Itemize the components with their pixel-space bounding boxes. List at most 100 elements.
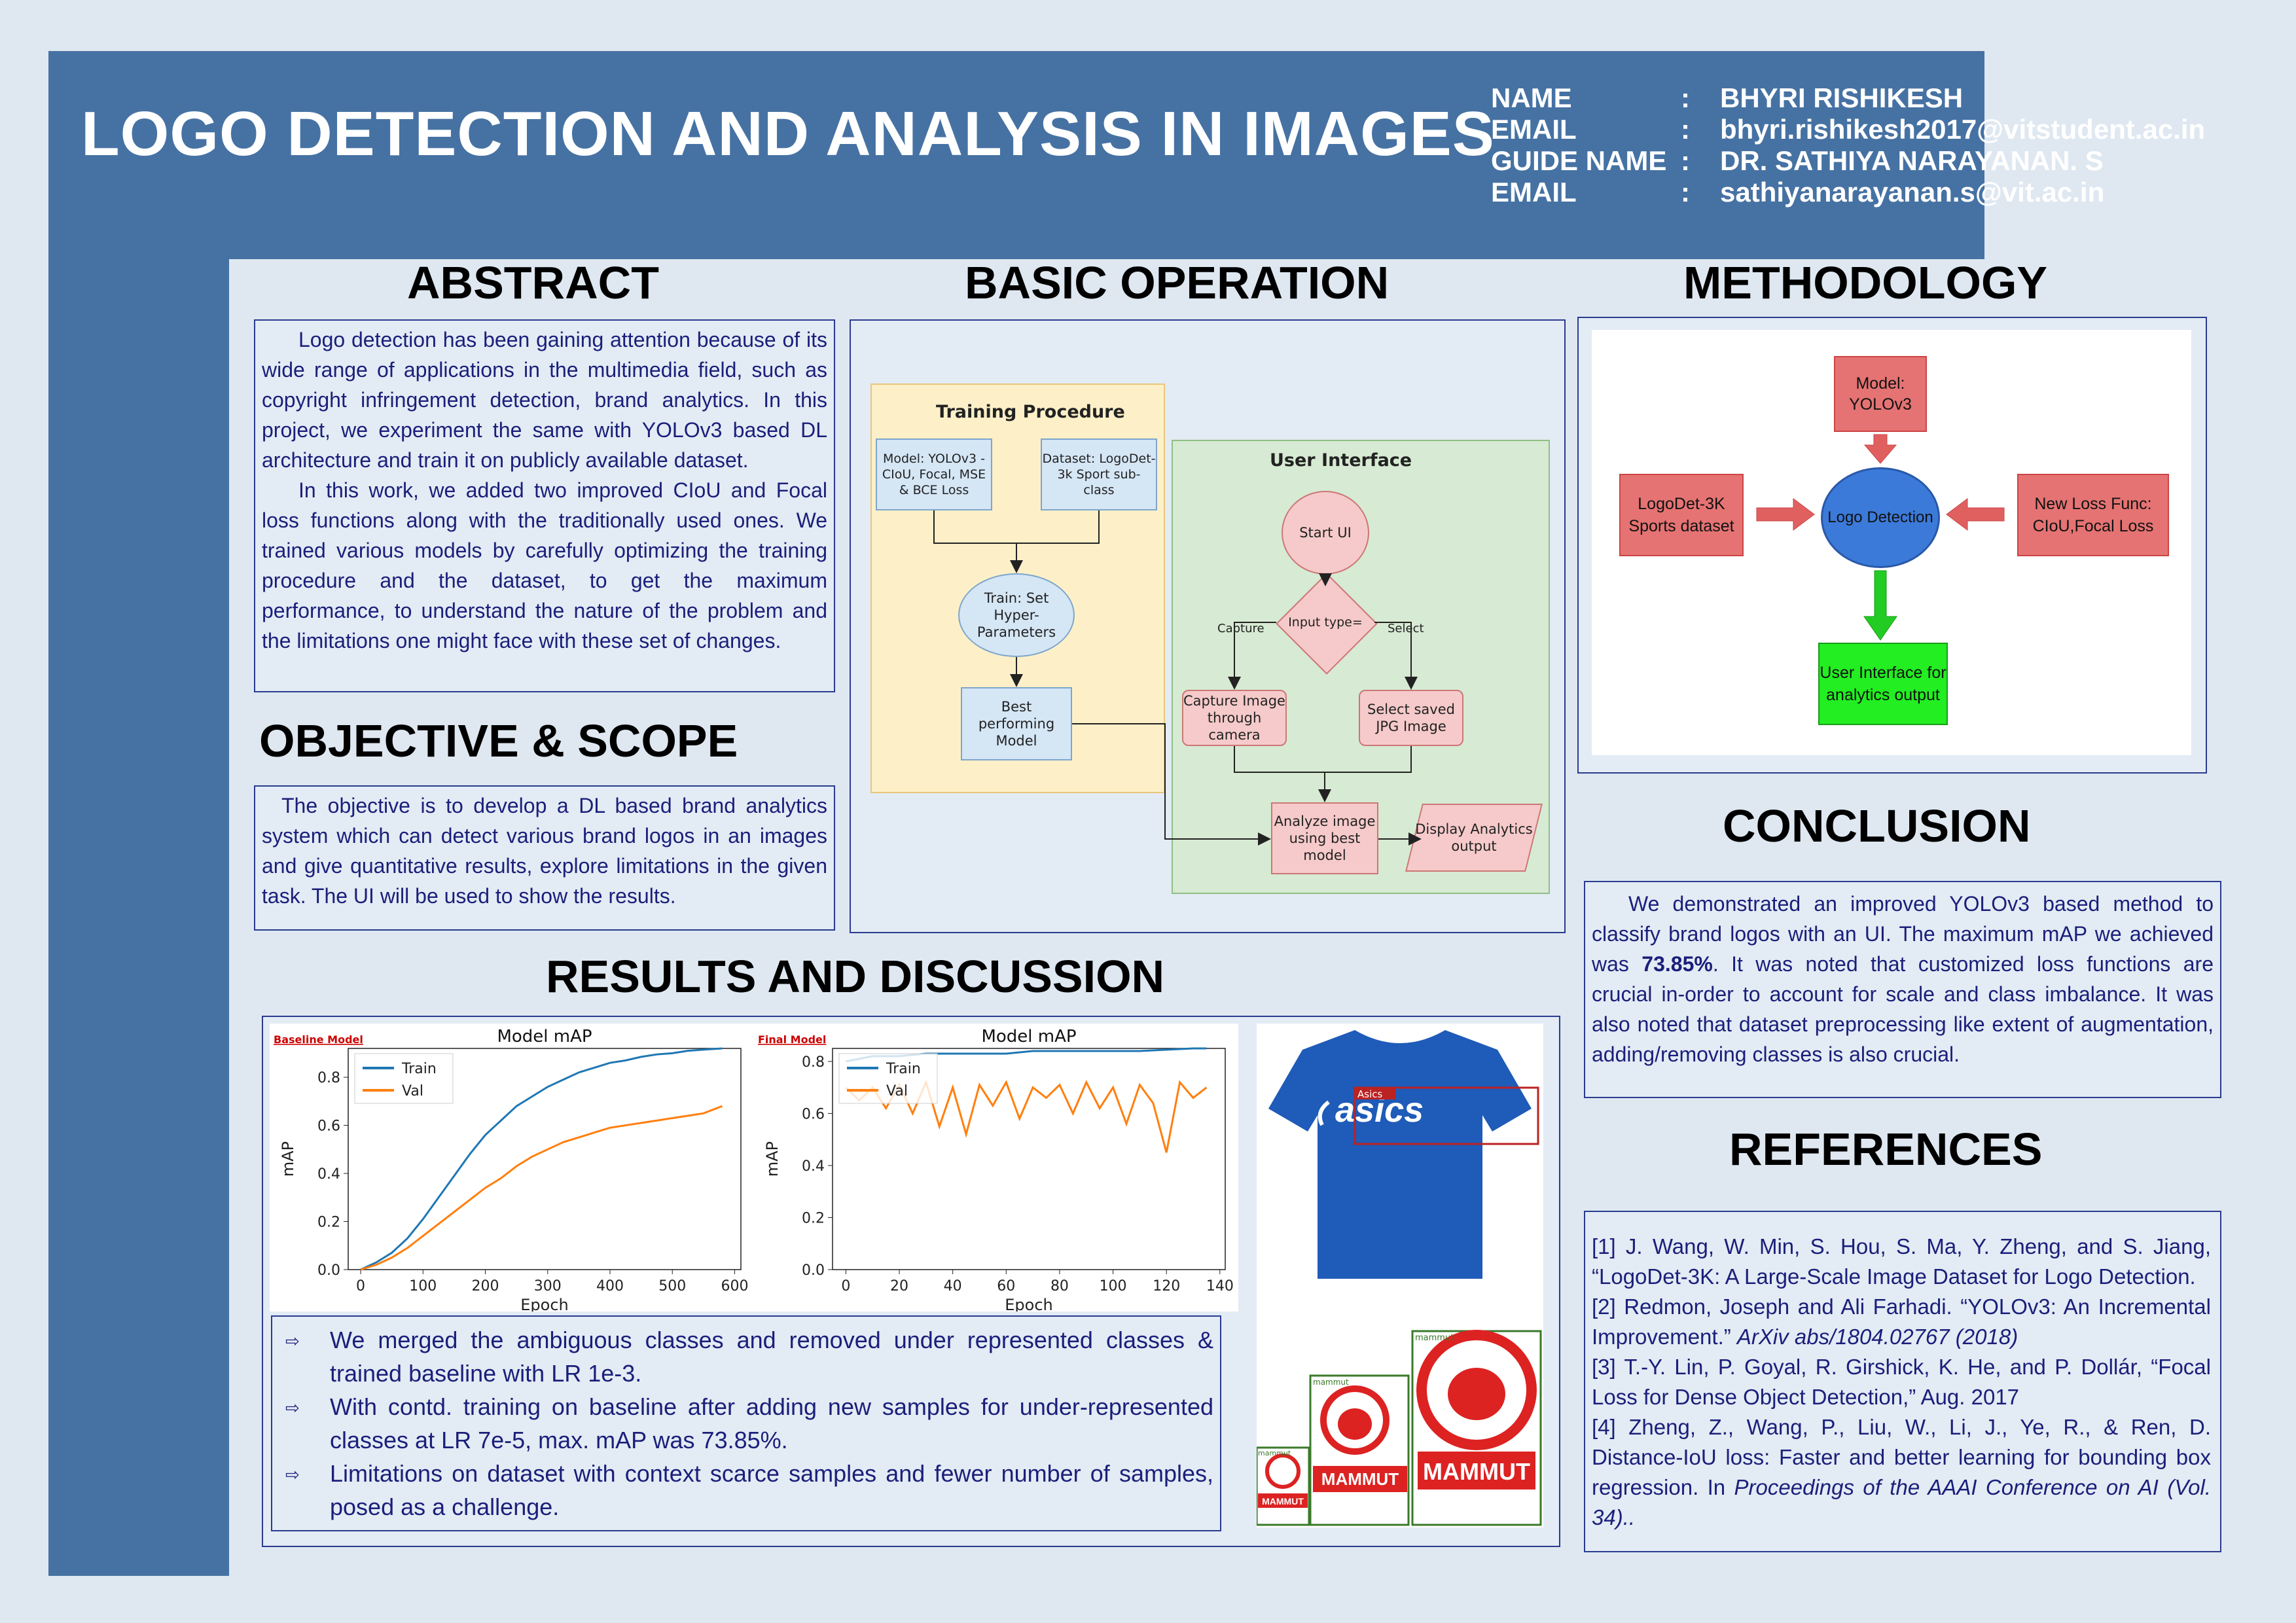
x-tick-label: 0 bbox=[841, 1278, 850, 1294]
objective-heading: OBJECTIVE & SCOPE bbox=[259, 715, 738, 766]
author-info: NAME : BHYRI RISHIKESH EMAIL : bhyri.ris… bbox=[1491, 82, 2205, 208]
bullet-text: Limitations on dataset with context scar… bbox=[330, 1460, 1213, 1520]
info-key: GUIDE NAME bbox=[1491, 145, 1667, 176]
conclusion-highlight: 73.85% bbox=[1641, 952, 1713, 976]
info-row-guide-email: EMAIL : sathiyanarayanan.s@vit.ac.in bbox=[1491, 177, 2205, 208]
results-bullet: ⇨ With contd. training on baseline after … bbox=[285, 1390, 1213, 1457]
input-type-label: Input type= bbox=[1288, 615, 1363, 630]
reference-item: [4] Zheng, Z., Wang, P., Liu, W., Li, J.… bbox=[1592, 1412, 2211, 1533]
logo-detection-circle: Logo Detection bbox=[1821, 467, 1940, 568]
conclusion-text-pre: We demonstrated an improved YOLOv3 based… bbox=[1592, 892, 2214, 976]
methodology-ui-box: User Interface for analytics output bbox=[1818, 643, 1948, 725]
mammut-medium-box bbox=[1309, 1374, 1410, 1526]
dataset-box: Dataset: LogoDet-3k Sport sub-class bbox=[1041, 438, 1157, 510]
results-bullet: ⇨We merged the ambiguous classes and rem… bbox=[285, 1323, 1213, 1390]
info-value: DR. SATHIYA NARAYANAN. S bbox=[1720, 145, 2104, 176]
info-value: sathiyanarayanan.s@vit.ac.in bbox=[1720, 177, 2105, 207]
mammut-large-logo bbox=[1416, 1330, 1537, 1450]
y-tick-label: 0.8 bbox=[317, 1070, 340, 1086]
detection-examples-illustration: asics Asics MAMMUT mammut MAMMUT mammut … bbox=[1255, 1030, 1542, 1526]
x-tick-label: 20 bbox=[890, 1278, 908, 1294]
info-key: EMAIL bbox=[1491, 177, 1577, 207]
x-tick-label: 80 bbox=[1050, 1278, 1069, 1294]
mammut-medium-text: MAMMUT bbox=[1321, 1469, 1399, 1489]
y-tick-label: 0.6 bbox=[802, 1106, 825, 1122]
info-row-guide: GUIDE NAME : DR. SATHIYA NARAYANAN. S bbox=[1491, 145, 2205, 177]
reference-item: [3] T.-Y. Lin, P. Goyal, R. Girshick, K.… bbox=[1592, 1352, 2211, 1412]
info-key: EMAIL bbox=[1491, 114, 1577, 145]
y-tick-label: 0.2 bbox=[317, 1215, 340, 1231]
y-tick-label: 0.8 bbox=[802, 1054, 825, 1071]
plot-frame bbox=[832, 1048, 1226, 1270]
reference-text: [2] Redmon, Joseph and Ali Farhadi. “YOL… bbox=[1592, 1294, 2211, 1349]
y-tick-label: 0.4 bbox=[317, 1166, 340, 1183]
conclusion-box: We demonstrated an improved YOLOv3 based… bbox=[1584, 881, 2221, 1098]
mammut-small-label: mammut bbox=[1258, 1449, 1291, 1457]
x-tick-label: 300 bbox=[534, 1278, 562, 1294]
chart-tag: Baseline Model bbox=[274, 1033, 363, 1046]
x-tick-label: 100 bbox=[409, 1278, 437, 1294]
mammut-large-text: MAMMUT bbox=[1423, 1458, 1530, 1485]
x-tick-label: 0 bbox=[356, 1278, 365, 1294]
info-sep: : bbox=[1681, 145, 1690, 176]
chart-legend bbox=[838, 1053, 938, 1104]
train-ellipse: Train: Set Hyper-Parameters bbox=[958, 573, 1075, 657]
basic-operation-box: Training Procedure Model: YOLOv3 - CIoU,… bbox=[850, 319, 1566, 933]
mammut-medium-label: mammut bbox=[1313, 1378, 1349, 1387]
arrow-bullet-icon: ⇨ bbox=[285, 1465, 300, 1484]
methodology-box: Model: YOLOv3 LogoDet-3K Sports dataset … bbox=[1577, 317, 2207, 774]
flowchart-connectors bbox=[933, 510, 1422, 846]
x-tick-label: 400 bbox=[596, 1278, 624, 1294]
asics-detection-label: Asics bbox=[1357, 1088, 1382, 1100]
y-tick-label: 0.2 bbox=[802, 1210, 825, 1226]
results-bullet-list: ⇨We merged the ambiguous classes and rem… bbox=[272, 1317, 1220, 1524]
start-ui-circle: Start UI bbox=[1282, 491, 1369, 575]
y-axis-label: mAP bbox=[763, 1141, 781, 1177]
abstract-paragraph: In this work, we added two improved CIoU… bbox=[262, 478, 827, 652]
arrow-bullet-icon: ⇨ bbox=[285, 1398, 300, 1418]
chart-title: Model mAP bbox=[981, 1027, 1076, 1046]
bullet-text: With contd. training on baseline after a… bbox=[330, 1393, 1213, 1454]
arrow-bullet-icon: ⇨ bbox=[285, 1331, 300, 1351]
references-heading: REFERENCES bbox=[1729, 1124, 2043, 1175]
x-tick-label: 40 bbox=[944, 1278, 962, 1294]
legend-label: Train bbox=[886, 1061, 921, 1077]
objective-paragraph: The objective is to develop a DL based b… bbox=[262, 794, 827, 908]
objective-box: The objective is to develop a DL based b… bbox=[254, 785, 835, 931]
mammut-small-box bbox=[1255, 1446, 1310, 1526]
info-row-email: EMAIL : bhyri.rishikesh2017@vitstudent.a… bbox=[1491, 114, 2205, 145]
select-edge-label: Select bbox=[1388, 622, 1424, 635]
results-bullets-box: ⇨We merged the ambiguous classes and rem… bbox=[271, 1315, 1221, 1531]
chart-tag: Final Model bbox=[758, 1033, 826, 1046]
mammut-large-label: mammut bbox=[1415, 1333, 1454, 1343]
y-tick-label: 0.6 bbox=[317, 1118, 340, 1135]
series-line-train bbox=[360, 1047, 723, 1271]
reference-italic: Proceedings of the AAAI Conference on AI… bbox=[1592, 1475, 2211, 1529]
methodology-loss-box: New Loss Func: CIoU,Focal Loss bbox=[2017, 474, 2169, 556]
mammut-small-text: MAMMUT bbox=[1262, 1496, 1304, 1507]
basic-operation-heading: BASIC OPERATION bbox=[965, 257, 1390, 308]
left-side-band bbox=[48, 51, 229, 1576]
series-line-val bbox=[360, 1105, 723, 1271]
methodology-arrows bbox=[1756, 434, 2005, 641]
legend-label: Val bbox=[886, 1083, 908, 1099]
methodology-model-box: Model: YOLOv3 bbox=[1834, 356, 1927, 432]
info-value: BHYRI RISHIKESH bbox=[1720, 82, 1964, 113]
y-axis-label: mAP bbox=[279, 1141, 297, 1177]
x-tick-label: 600 bbox=[721, 1278, 748, 1294]
info-value: bhyri.rishikesh2017@vitstudent.ac.in bbox=[1720, 114, 2206, 145]
conclusion-paragraph: We demonstrated an improved YOLOv3 based… bbox=[1592, 889, 2214, 1069]
training-procedure-title: Training Procedure bbox=[936, 402, 1125, 422]
chart-legend bbox=[354, 1053, 454, 1104]
results-bullet: ⇨ Limitations on dataset with context sca… bbox=[285, 1457, 1213, 1524]
abstract-heading: ABSTRACT bbox=[407, 257, 659, 308]
x-axis-label: Epoch bbox=[1005, 1296, 1053, 1311]
legend-label: Train bbox=[401, 1061, 437, 1077]
references-box: [1] J. Wang, W. Min, S. Hou, S. Ma, Y. Z… bbox=[1584, 1211, 2221, 1552]
x-tick-label: 100 bbox=[1100, 1278, 1127, 1294]
conclusion-heading: CONCLUSION bbox=[1723, 800, 2031, 851]
tshirt-shape bbox=[1268, 1030, 1532, 1279]
info-row-name: NAME : BHYRI RISHIKESH bbox=[1491, 82, 2205, 114]
